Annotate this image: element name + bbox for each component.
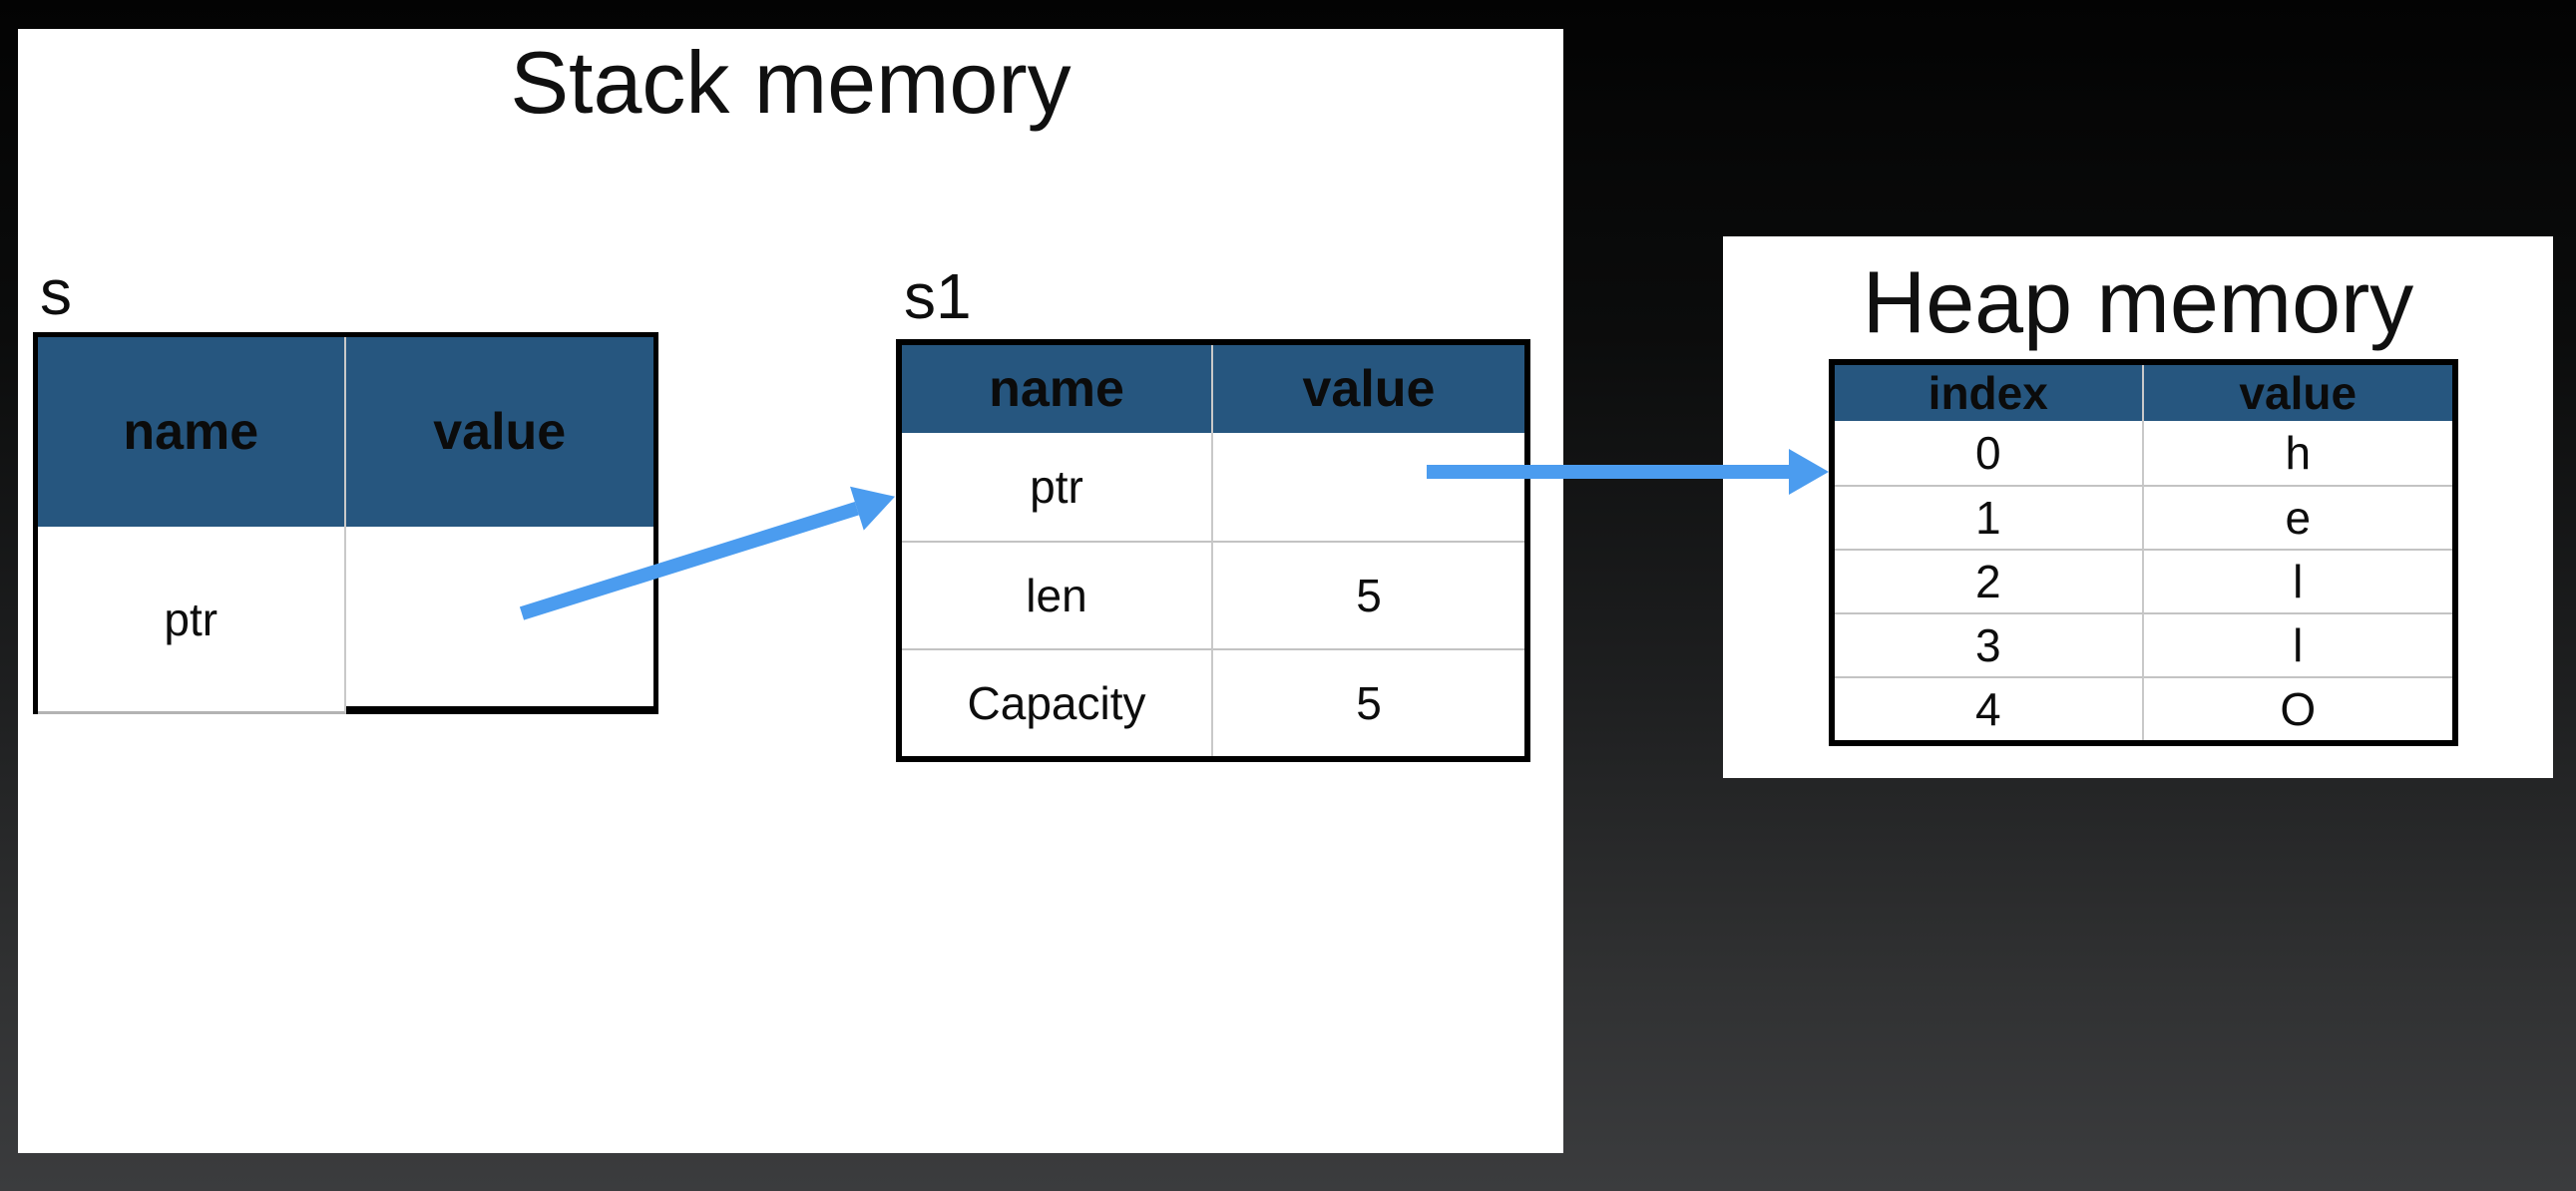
table-heap-cell-2-value: l [2143,549,2452,612]
table-heap: index value 0 h 1 e 2 l 3 l 4 O [1829,359,2458,746]
table-s-header-value: value [345,337,653,527]
pointer-arrow-s1-to-heap [1427,465,1789,479]
table-heap-cell-3-index: 3 [1835,612,2144,676]
heap-memory-panel: Heap memory index value 0 h 1 e 2 l 3 l … [1723,236,2553,778]
table-heap-header-value: value [2143,365,2452,421]
table-s1-cell-capacity-name: Capacity [902,648,1213,756]
variable-label-s1: s1 [904,260,972,332]
table-heap-cell-1-value: e [2143,485,2452,549]
table-heap-cell-1-index: 1 [1835,485,2144,549]
table-s-cell-ptr-name: ptr [38,527,346,714]
stack-memory-panel: Stack memory s name value ptr s1 name va… [18,29,1563,1153]
table-s1-cell-ptr-name: ptr [902,433,1213,541]
table-s1-header-name: name [902,345,1213,433]
table-s: name value ptr [33,332,658,714]
table-heap-cell-2-index: 2 [1835,549,2144,612]
table-heap-cell-0-index: 0 [1835,421,2144,485]
table-s1-cell-ptr-value [1213,433,1524,541]
table-heap-cell-4-value: O [2143,676,2452,740]
table-s-cell-ptr-value [345,527,653,714]
variable-label-s: s [40,256,72,328]
table-heap-cell-0-value: h [2285,427,2312,479]
heap-memory-title: Heap memory [1862,252,2414,351]
table-s1-header-value: value [1213,345,1524,433]
table-s-header-name: name [38,337,346,527]
stack-memory-title: Stack memory [510,33,1072,132]
table-s1-cell-len-value: 5 [1213,541,1524,648]
table-s1-cell-capacity-value: 5 [1213,648,1524,756]
table-heap-header-index: index [1835,365,2144,421]
table-s1-cell-len-name: len [902,541,1213,648]
table-heap-cell-3-value: l [2143,612,2452,676]
table-s1: name value ptr len 5 Capacity 5 [896,339,1530,762]
table-heap-cell-4-index: 4 [1835,676,2144,740]
